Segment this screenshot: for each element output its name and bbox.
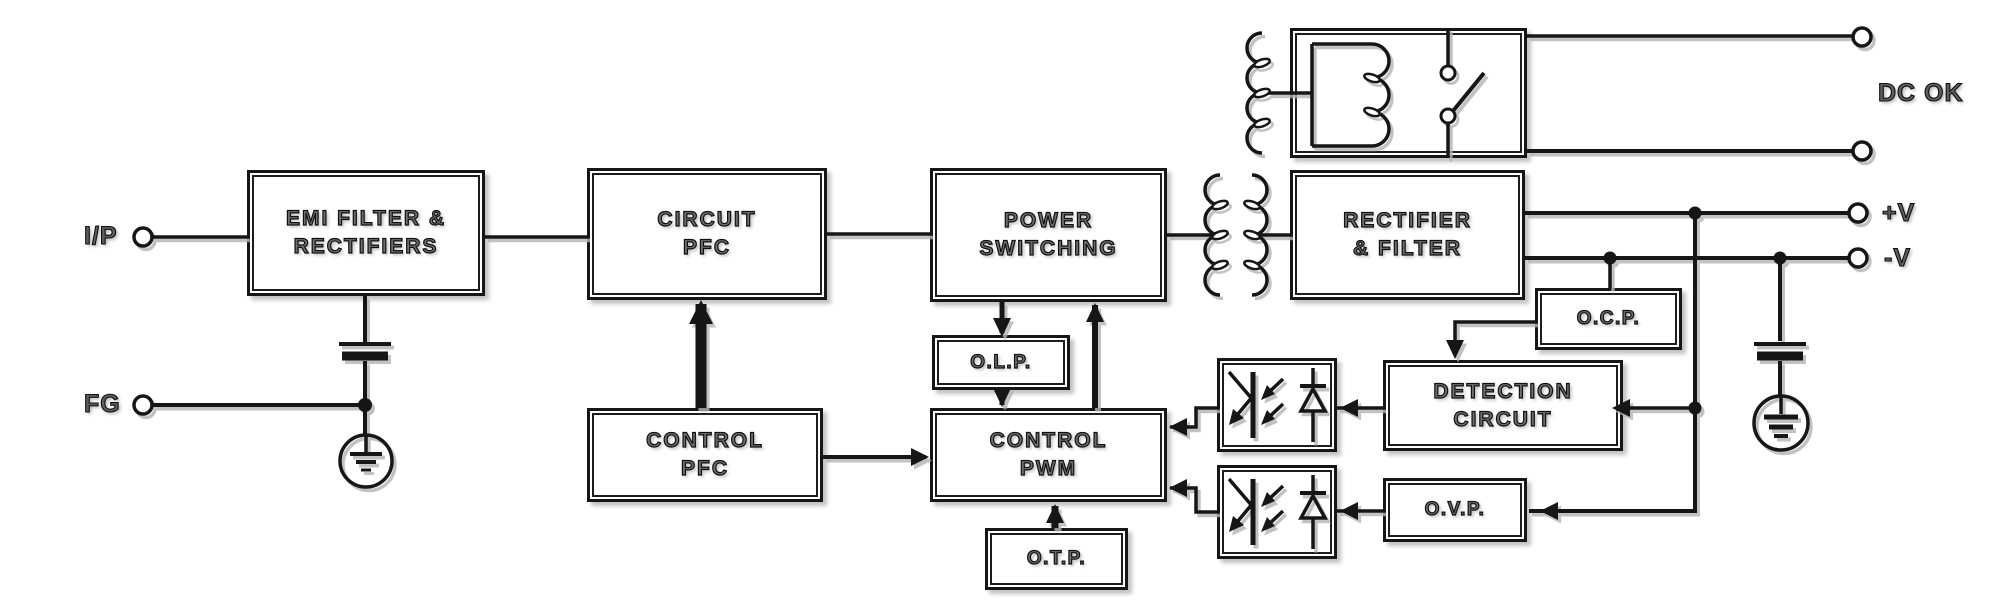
detection-circuit-label-line2: CIRCUIT xyxy=(1453,407,1553,431)
block-pfc-control: CONTROL PFC xyxy=(587,408,823,502)
pfc-control-label-line1: CONTROL xyxy=(645,428,764,452)
pfc-control-label-line2: PFC xyxy=(680,456,729,480)
pfc-circuit-label-line2: PFC xyxy=(682,235,731,259)
emi-filter-label-line1: EMI FILTER & xyxy=(285,206,447,230)
ocp-label: O.C.P. xyxy=(1576,307,1641,329)
block-emi-filter-rectifiers: EMI FILTER & RECTIFIERS xyxy=(247,170,485,296)
optocoupler-box-upper xyxy=(1217,358,1337,452)
dc-ok-label: DC OK xyxy=(1877,78,1964,107)
pwm-control-label-line1: CONTROL xyxy=(989,428,1108,452)
rectifier-filter-label-line1: RECTIFIER xyxy=(1342,208,1472,232)
ovp-label: O.V.P. xyxy=(1424,498,1486,520)
otp-label: O.T.P. xyxy=(1026,547,1087,569)
block-olp: O.L.P. xyxy=(932,335,1070,390)
block-power-switching: POWER SWITCHING xyxy=(930,168,1167,302)
power-switching-label-line1: POWER xyxy=(1003,208,1094,232)
pfc-circuit-label-line1: CIRCUIT xyxy=(657,207,757,231)
power-switching-label-line2: SWITCHING xyxy=(979,236,1118,260)
block-pfc-circuit: CIRCUIT PFC xyxy=(587,168,827,300)
pwm-control-label-line2: PWM xyxy=(1019,456,1078,480)
positive-output-label: +V xyxy=(1881,198,1916,227)
olp-label: O.L.P. xyxy=(970,351,1032,373)
block-dc-ok-relay xyxy=(1290,28,1527,158)
frame-ground-label: FG xyxy=(83,389,121,418)
detection-circuit-label-line1: DETECTION xyxy=(1433,379,1573,403)
block-rectifier-filter: RECTIFIER & FILTER xyxy=(1290,170,1525,300)
optocoupler-box-lower xyxy=(1217,465,1337,559)
block-ocp: O.C.P. xyxy=(1535,288,1682,350)
block-pwm-control: CONTROL PWM xyxy=(930,408,1167,502)
block-ovp: O.V.P. xyxy=(1383,478,1527,542)
rectifier-filter-label-line2: & FILTER xyxy=(1352,236,1462,260)
emi-filter-label-line2: RECTIFIERS xyxy=(293,234,439,258)
input-terminal-label: I/P xyxy=(83,221,118,250)
block-otp: O.T.P. xyxy=(985,528,1128,590)
negative-output-label: -V xyxy=(1883,243,1911,272)
block-detection-circuit: DETECTION CIRCUIT xyxy=(1383,360,1623,451)
